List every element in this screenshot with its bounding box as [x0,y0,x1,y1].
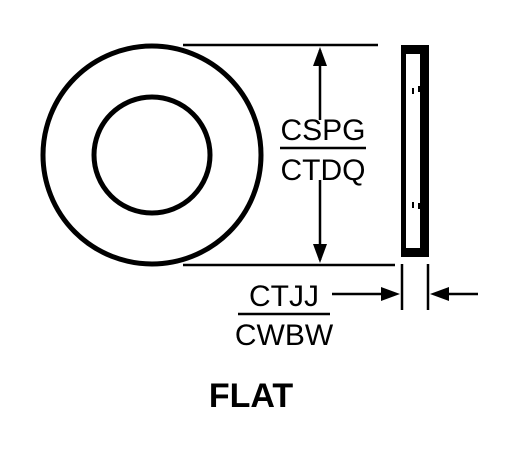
height-dimension-line [313,47,327,263]
thickness-dimension-label: CTJJ CWBW [235,280,334,352]
thickness-label-denominator: CWBW [235,319,334,352]
washer-outer-circle [40,43,264,267]
washer-inner-circle [91,94,213,216]
height-dimension-label: CSPG CTDQ [280,114,366,187]
diagram-caption: FLAT [209,377,294,415]
thickness-dimension-arrows [332,287,478,301]
washer-front-view [40,43,264,267]
height-label-denominator: CTDQ [281,154,366,187]
washer-side-view [401,45,429,257]
thickness-label-numerator: CTJJ [249,280,319,313]
height-label-numerator: CSPG [280,114,365,147]
